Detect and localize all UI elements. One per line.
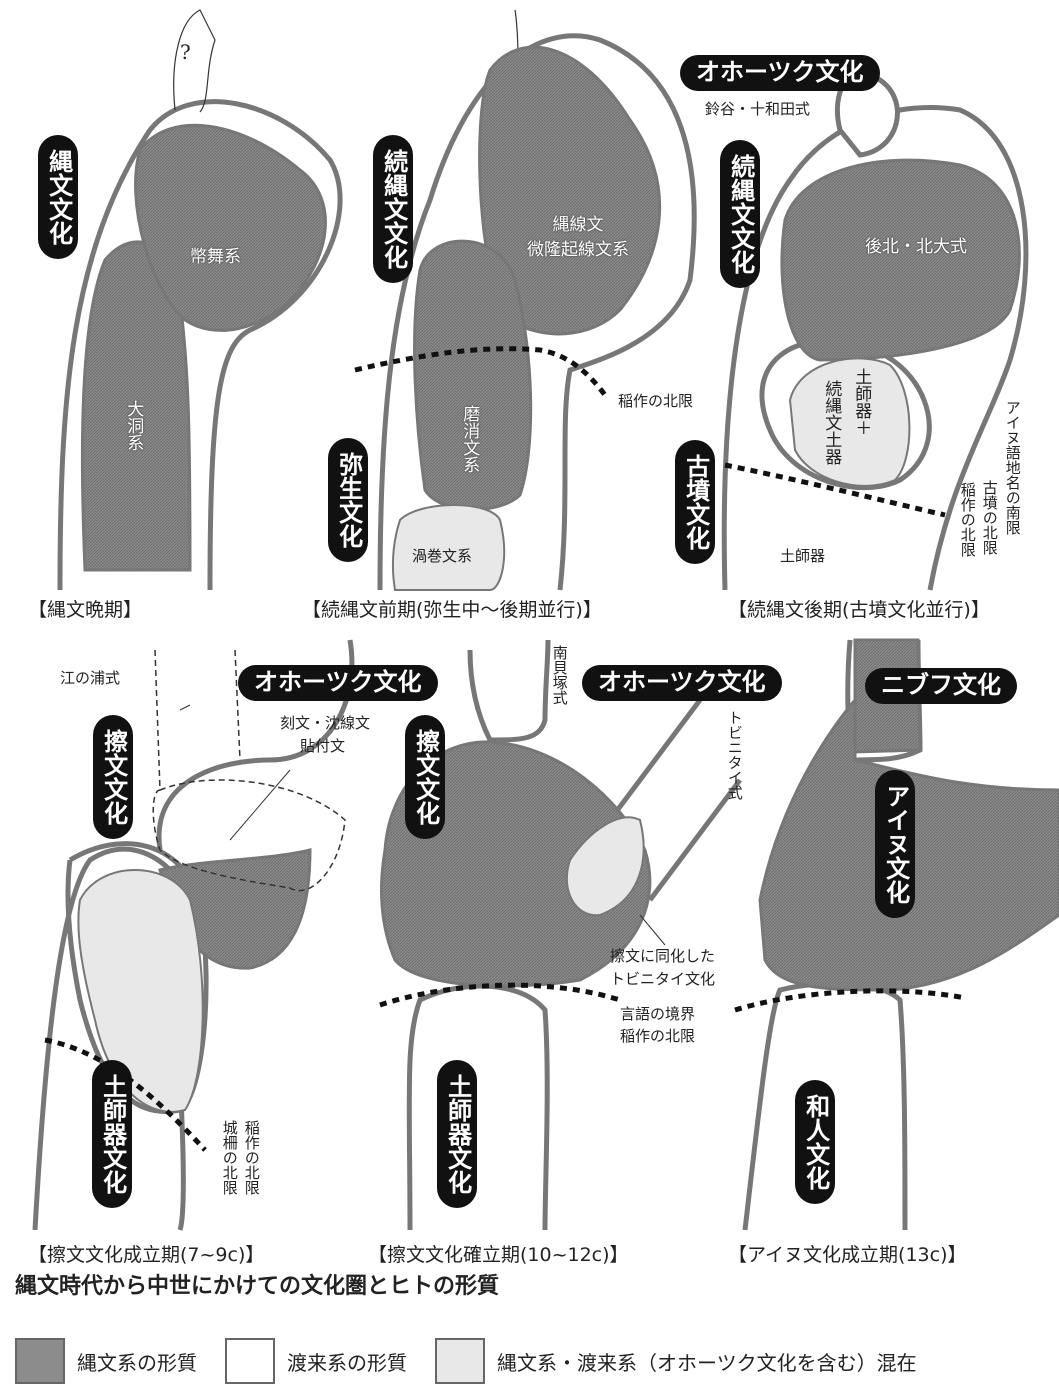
p2-hokkaido-area (478, 45, 662, 336)
legend-swatch-mixed (435, 1338, 485, 1384)
p1-hokkaido-label: 幣舞系 (190, 247, 241, 267)
p4-top-label: 江の浦式 (60, 669, 121, 687)
p6-border-line (734, 988, 966, 1013)
p5-mix-area (565, 816, 645, 917)
legend-swatch-jomon (15, 1338, 65, 1384)
p3-caption: 【続縄文後期(古墳文化並行)】 (728, 599, 990, 621)
p6-culture2-badge: 和人文化 (795, 1080, 835, 1204)
p6-top-culture-badge: ニブフ文化 (865, 668, 1017, 704)
p2-honshu-area (413, 239, 533, 511)
p4-rice-line-label: 稲作の北限 (242, 1120, 261, 1195)
p4-okhotsk-label-1: 刻文・沈線文 (280, 714, 371, 732)
p3-mix-label-1: 土師器＋ (851, 368, 872, 436)
p5-culture2-badge: 土師器文化 (437, 1060, 477, 1208)
p2-rice-line (354, 346, 607, 397)
p1-unknown-label: ? (180, 40, 191, 64)
p3-top-label: 鈴谷・十和田式 (705, 100, 811, 118)
p5-rice-line-label: 稲作の北限 (620, 1027, 696, 1045)
panel-1-map (57, 9, 343, 591)
p1-culture-badge: 縄文文化 (38, 135, 78, 259)
p3-ainu-line-label: アイヌ語地名の南限 (1003, 400, 1022, 535)
panel-3-map (721, 71, 1029, 591)
p3-culture2-badge: 古墳文化 (675, 440, 715, 564)
p4-mix-area (77, 869, 204, 1113)
p6-culture-badge: アイヌ文化 (875, 770, 915, 918)
p5-top-label: 南貝塚式 (550, 645, 569, 705)
p3-top-culture-badge: オホーツク文化 (680, 55, 880, 91)
p4-caption: 【擦文文化成立期(7~9c)】 (28, 1244, 265, 1266)
p1-caption: 【縄文晩期】 (28, 599, 143, 621)
p2-south-area (391, 504, 506, 591)
p4-culture-badge: 擦文文化 (93, 715, 133, 839)
p5-east-label: トビニタイ式 (725, 710, 744, 800)
p5-culture-badge: 擦文文化 (405, 715, 445, 839)
p4-culture2-badge: 土師器文化 (92, 1060, 132, 1208)
legend-swatch-toraijin (225, 1338, 275, 1384)
p5-hokkaido-area (380, 740, 652, 988)
p5-mix-label-2: トビニタイ文化 (610, 970, 716, 988)
p5-mix-label-1: 擦文に同化した (610, 947, 716, 965)
p5-top-culture-badge: オホーツク文化 (582, 665, 782, 701)
p4-okhotsk-dashed (152, 649, 346, 892)
p1-hokkaido-area (134, 123, 327, 332)
p4-castle-line-label: 城柵の北限 (220, 1120, 239, 1195)
p3-mix-label-2: 続縄文土器 (821, 380, 842, 465)
p1-honshu-label: 大洞系 (123, 400, 144, 451)
p3-hokkaido-label: 後北・北大式 (865, 237, 967, 257)
p5-border-line (379, 982, 621, 1008)
p5-language-line-label: 言語の境界 (620, 1005, 696, 1023)
p3-south-label: 土師器 (780, 547, 826, 565)
p2-caption: 【続縄文前期(弥生中～後期並行)】 (302, 599, 602, 621)
p2-rice-label: 稲作の北限 (618, 392, 694, 410)
p2-hokkaido-label: 縄線文 微隆起線文系 (527, 215, 629, 260)
p2-culture2-badge: 弥生文化 (328, 438, 368, 562)
figure-title: 縄文時代から中世にかけての文化圏とヒトの形質 (15, 1274, 500, 1299)
p2-honshu-label: 磨消文系 (459, 405, 480, 473)
p5-caption: 【擦文文化確立期(10~12c)】 (368, 1244, 629, 1266)
p3-mix-area (788, 357, 911, 487)
p3-rice-line-label: 稲作の北限 (958, 482, 977, 557)
p6-caption: 【アイヌ文化成立期(13c)】 (728, 1244, 967, 1266)
p3-culture-badge: 続縄文文化 (720, 140, 760, 288)
legend-label-toraijin: 渡来系の形質 (287, 1350, 407, 1375)
p4-okhotsk-label-2: 貼付文 (300, 737, 346, 755)
p2-culture-badge: 続縄文文化 (373, 135, 413, 283)
p3-border-line (724, 462, 946, 518)
p4-top-culture-badge: オホーツク文化 (238, 665, 438, 701)
p2-south-label: 渦巻文系 (412, 547, 473, 565)
legend-label-jomon: 縄文系の形質 (77, 1350, 197, 1375)
legend: 縄文系の形質 渡来系の形質 縄文系・渡来系（オホーツク文化を含む）混在 (15, 1338, 945, 1384)
p3-kofun-line-label: 古墳の北限 (980, 480, 999, 555)
p3-hokkaido-area (780, 158, 1021, 362)
legend-label-mixed: 縄文系・渡来系（オホーツク文化を含む）混在 (497, 1350, 917, 1375)
